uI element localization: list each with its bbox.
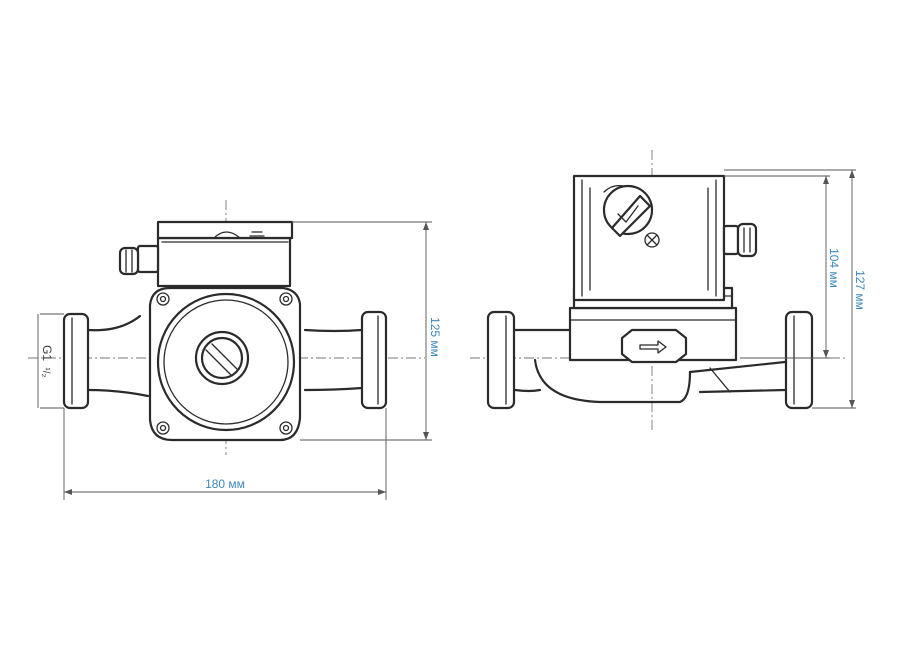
front-view: 180 мм 125 мм G1 ¹/₂: [28, 200, 442, 500]
flow-arrow-plate: [620, 328, 688, 364]
pipe-side-right-upper: [688, 360, 787, 374]
motor-screw: [644, 232, 660, 248]
pipe-right-lower: [303, 386, 364, 392]
side-view: 104 мм 127 мм: [470, 150, 867, 430]
right-flange-outer: [360, 310, 388, 410]
dimension-height-motor-label: 104 мм: [827, 248, 841, 288]
terminal-box-lid: [156, 220, 294, 240]
dimension-height-total: 127 мм: [724, 169, 867, 409]
terminal-box: [156, 236, 292, 288]
dimension-height-motor: 104 мм: [724, 175, 841, 359]
center-plug-inner: [200, 336, 244, 380]
motor-body: [572, 174, 726, 302]
dimension-thread: G1 ¹/₂: [37, 313, 64, 409]
screw-bottom-right: [279, 421, 293, 435]
side-cable-gland: [722, 222, 758, 258]
motor-face-inner: [163, 299, 289, 425]
center-plug-outer: [194, 330, 250, 386]
dimension-height-front-label: 125 мм: [428, 317, 442, 357]
left-flange-outer: [62, 312, 90, 410]
pipe-left-lower: [86, 388, 150, 398]
screw-bottom-left: [156, 421, 170, 435]
dimension-width: 180 мм: [63, 408, 387, 500]
center-plug-slot: [205, 343, 239, 377]
side-left-flange: [486, 310, 516, 410]
housing-screws: [156, 292, 293, 435]
dimension-width-label: 180 мм: [205, 477, 245, 491]
volute-lower: [533, 358, 692, 404]
flow-direction-arrow-icon: [639, 340, 667, 354]
pipe-right-upper: [303, 328, 364, 333]
pump-housing: [148, 286, 302, 442]
dimension-height-front: 125 мм: [292, 221, 442, 441]
pipe-left-upper: [86, 314, 142, 332]
dimension-height-total-label: 127 мм: [853, 270, 867, 310]
side-right-flange: [784, 310, 814, 410]
screw-top-right: [279, 292, 293, 306]
check-mark-icon: [617, 205, 639, 223]
pipe-side-right-lower: [698, 388, 787, 394]
screw-top-left: [156, 292, 170, 306]
terminal-box-vent: [213, 231, 241, 239]
pipe-side-left-lower: [513, 388, 542, 393]
cable-gland: [118, 244, 160, 276]
thread-label: G1 ¹/₂: [40, 345, 54, 377]
speed-selector-knob: [602, 184, 654, 238]
motor-face-outer: [156, 292, 296, 432]
